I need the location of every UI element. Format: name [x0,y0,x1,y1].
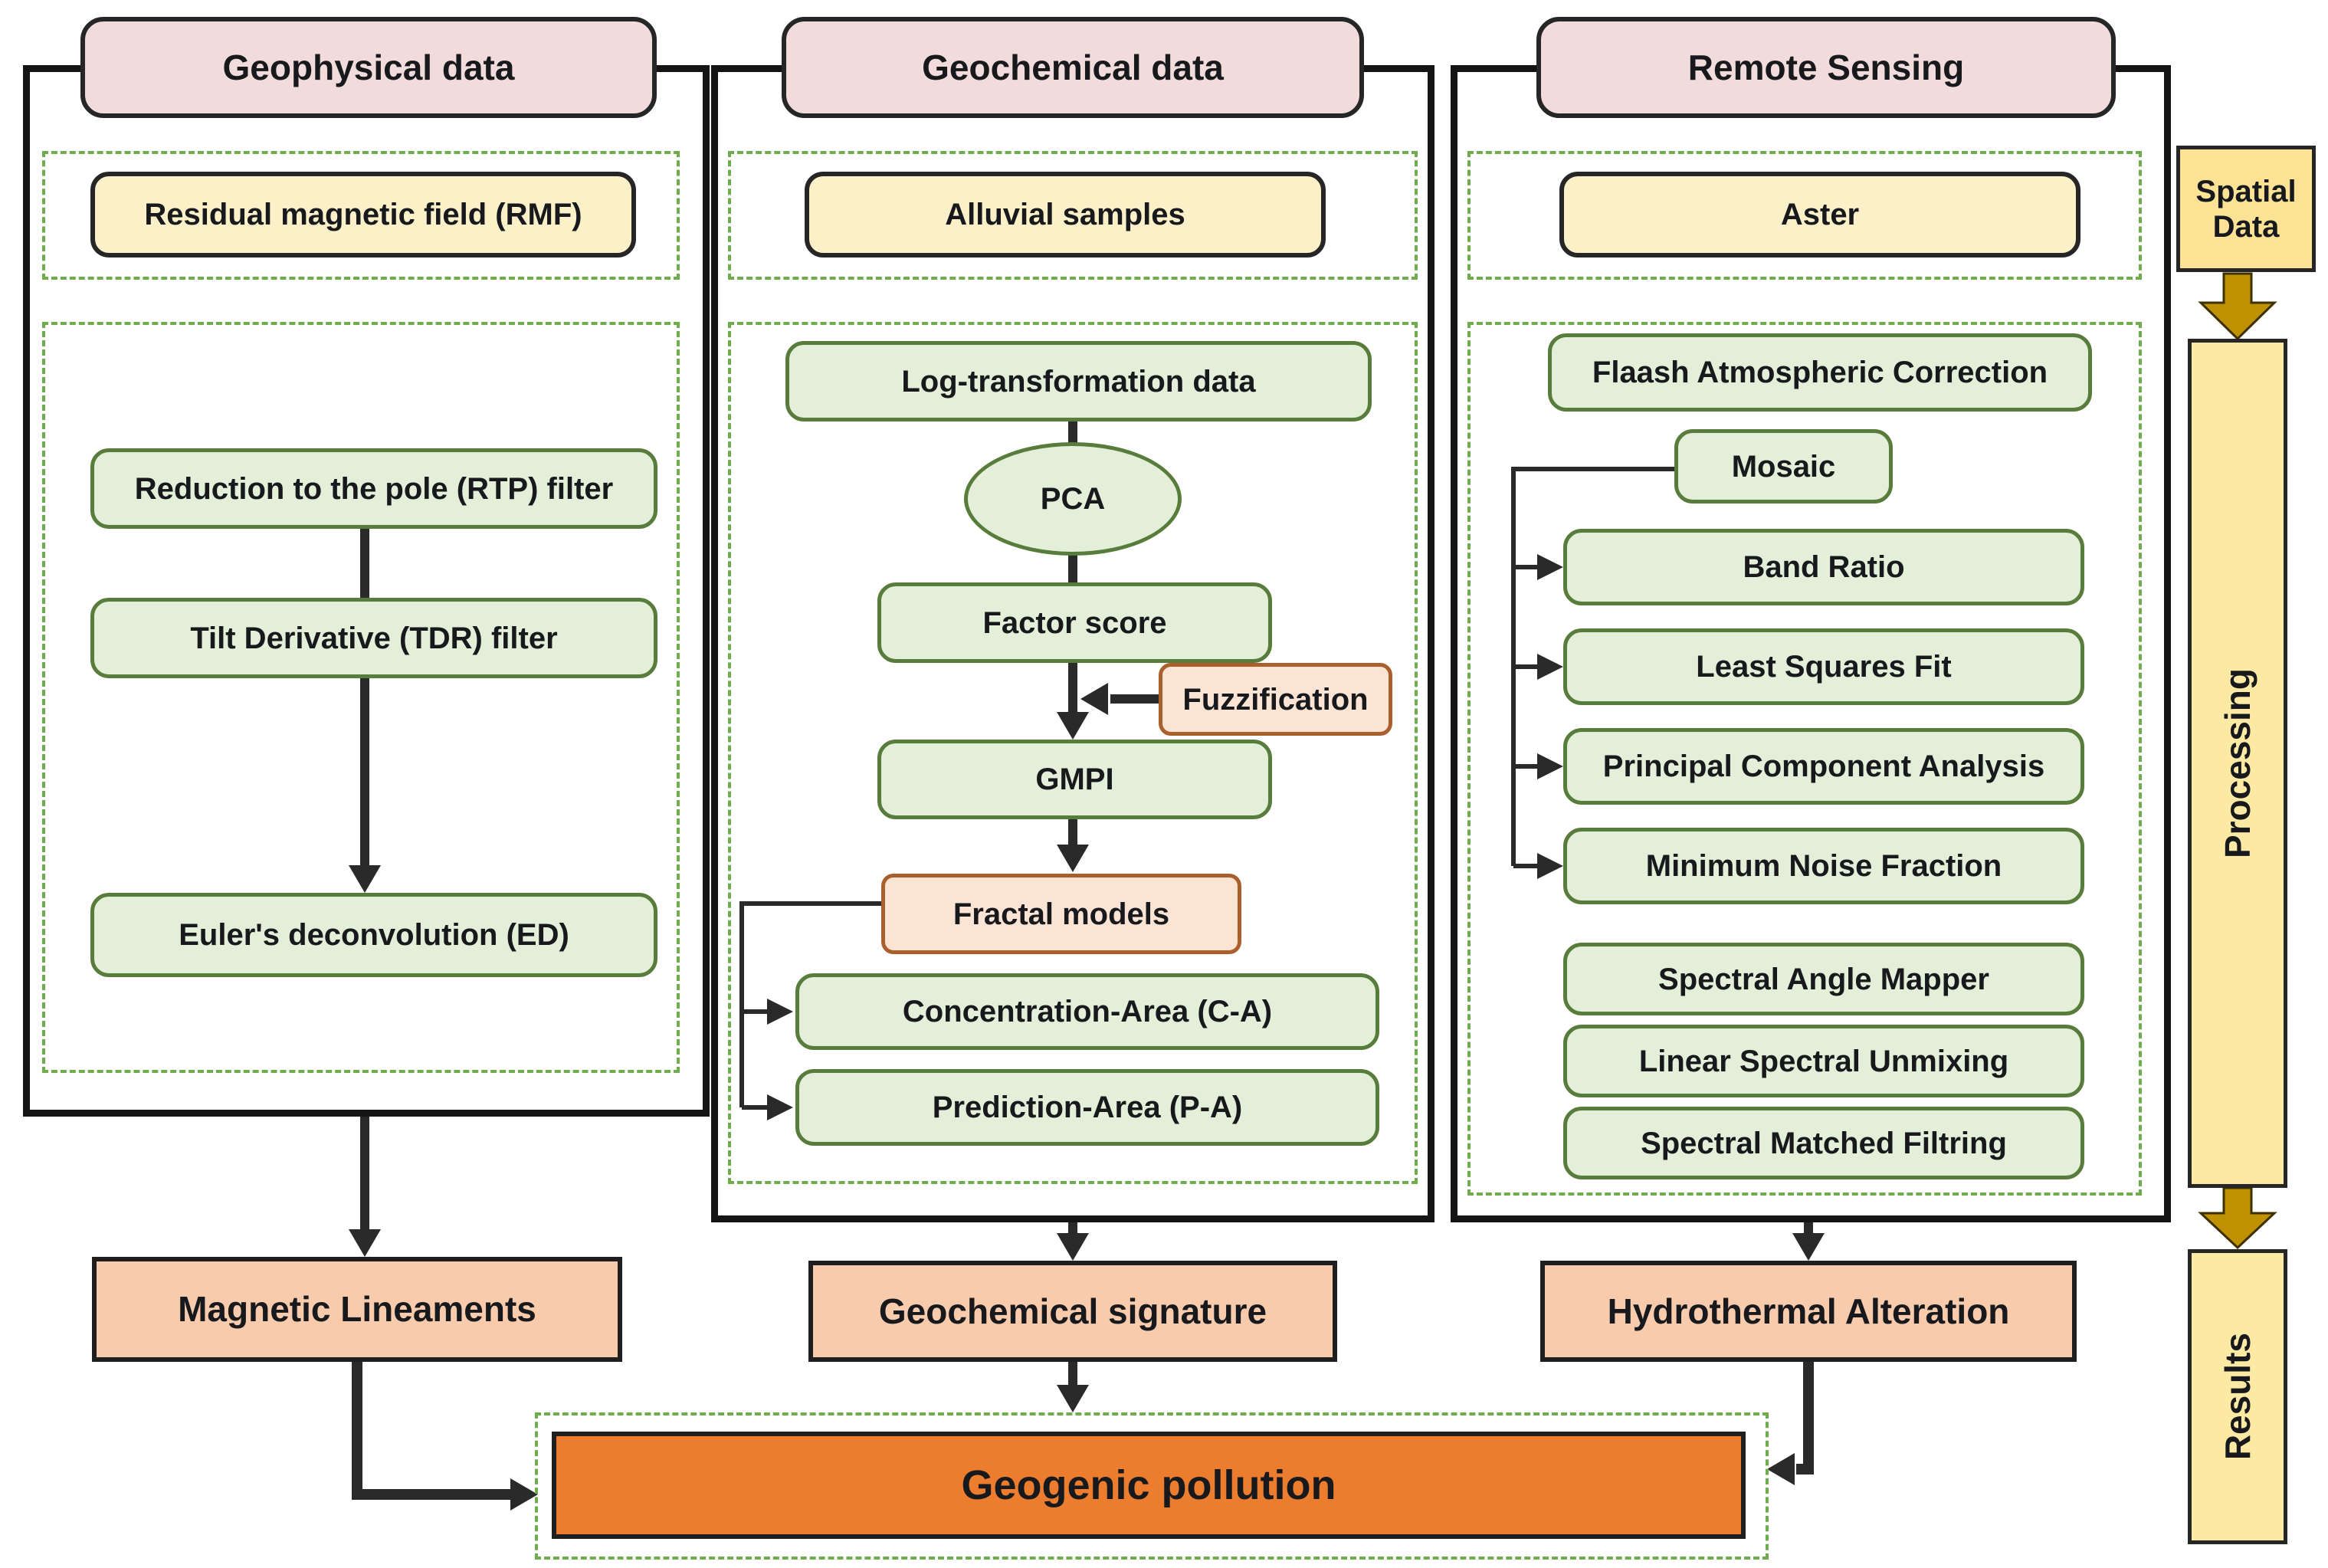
arrowhead-alteration [1792,1233,1825,1261]
node-geochemical-signature: Geochemical signature [808,1261,1337,1362]
node-spectral-matched-filtring: Spectral Matched Filtring [1563,1107,2084,1179]
arrowhead-signature [1057,1233,1089,1261]
sidebar-results: Results [2188,1249,2287,1544]
arrowhead-mnf [1537,853,1563,879]
node-spectral-angle-mapper: Spectral Angle Mapper [1563,943,2084,1015]
arrowhead-ca [767,999,793,1025]
node-euler-deconvolution: Euler's deconvolution (ED) [90,893,657,977]
arrowhead-fuzzification [1080,683,1108,715]
node-tdr-filter: Tilt Derivative (TDR) filter [90,598,657,678]
node-rtp-filter: Reduction to the pole (RTP) filter [90,448,657,529]
sidebar-spatial-data: Spatial Data [2176,146,2316,272]
node-log-transformation: Log-transformation data [785,341,1372,422]
node-flaash-correction: Flaash Atmospheric Correction [1548,333,2092,412]
node-pca-ellipse: PCA [964,442,1182,556]
node-least-squares-fit: Least Squares Fit [1563,628,2084,705]
arrowhead-least-squares [1537,654,1563,680]
node-fuzzification: Fuzzification [1159,663,1392,736]
arrowhead-ed [349,865,381,893]
node-magnetic-lineaments: Magnetic Lineaments [92,1257,622,1362]
node-gmpi: GMPI [877,740,1272,819]
arrowhead-band-ratio [1537,554,1563,580]
gold-arrow-spatial-to-processing [2198,272,2277,341]
bracket-mosaic [1511,467,1674,866]
column-header-geophysical: Geophysical data [80,17,657,118]
column-header-remote-sensing: Remote Sensing [1536,17,2116,118]
gold-arrow-processing-to-results [2198,1186,2277,1250]
sidebar-results-label: Results [2217,1333,2258,1461]
geogenic-pollution-group [535,1412,1769,1560]
node-fractal-models: Fractal models [881,874,1241,954]
node-hydrothermal-alteration: Hydrothermal Alteration [1540,1261,2077,1362]
arrowhead-pa [767,1094,793,1120]
sidebar-processing: Processing [2188,339,2287,1188]
node-concentration-area: Concentration-Area (C-A) [795,973,1379,1050]
bracket-fractal [739,901,881,1107]
remote-sensing-processing-group [1467,322,2142,1196]
geophysical-input-group [42,151,680,280]
node-factor-score: Factor score [877,582,1272,663]
node-residual-magnetic-field: Residual magnetic field (RMF) [90,172,636,258]
geochemical-input-group [728,151,1418,280]
column-header-geochemical: Geochemical data [782,17,1364,118]
node-alluvial-samples: Alluvial samples [805,172,1326,258]
arrowhead-gmpi [1057,712,1089,740]
node-principal-component-analysis: Principal Component Analysis [1563,728,2084,805]
node-aster: Aster [1559,172,2080,258]
arrowhead-fractal [1057,845,1089,872]
arrowhead-geogenic-top [1057,1385,1089,1412]
remote-sensing-input-group [1467,151,2142,280]
arrowhead-geogenic-left [510,1478,538,1511]
geophysical-processing-group [42,322,680,1073]
arrowhead-pca-analysis [1537,753,1563,779]
sidebar-processing-label: Processing [2217,668,2258,858]
node-minimum-noise-fraction: Minimum Noise Fraction [1563,828,2084,904]
geochemical-processing-group [728,322,1418,1184]
arrow-alteration-to-geogenic [1796,1362,1814,1475]
node-band-ratio: Band Ratio [1563,529,2084,605]
node-mosaic: Mosaic [1674,429,1893,504]
node-prediction-area: Prediction-Area (P-A) [795,1069,1379,1146]
arrow-lineaments-to-geogenic [352,1362,513,1500]
arrowhead-lineaments [349,1229,381,1257]
node-geogenic-pollution: Geogenic pollution [552,1432,1746,1539]
node-linear-spectral-unmixing: Linear Spectral Unmixing [1563,1025,2084,1097]
arrowhead-geogenic-right [1767,1453,1795,1485]
